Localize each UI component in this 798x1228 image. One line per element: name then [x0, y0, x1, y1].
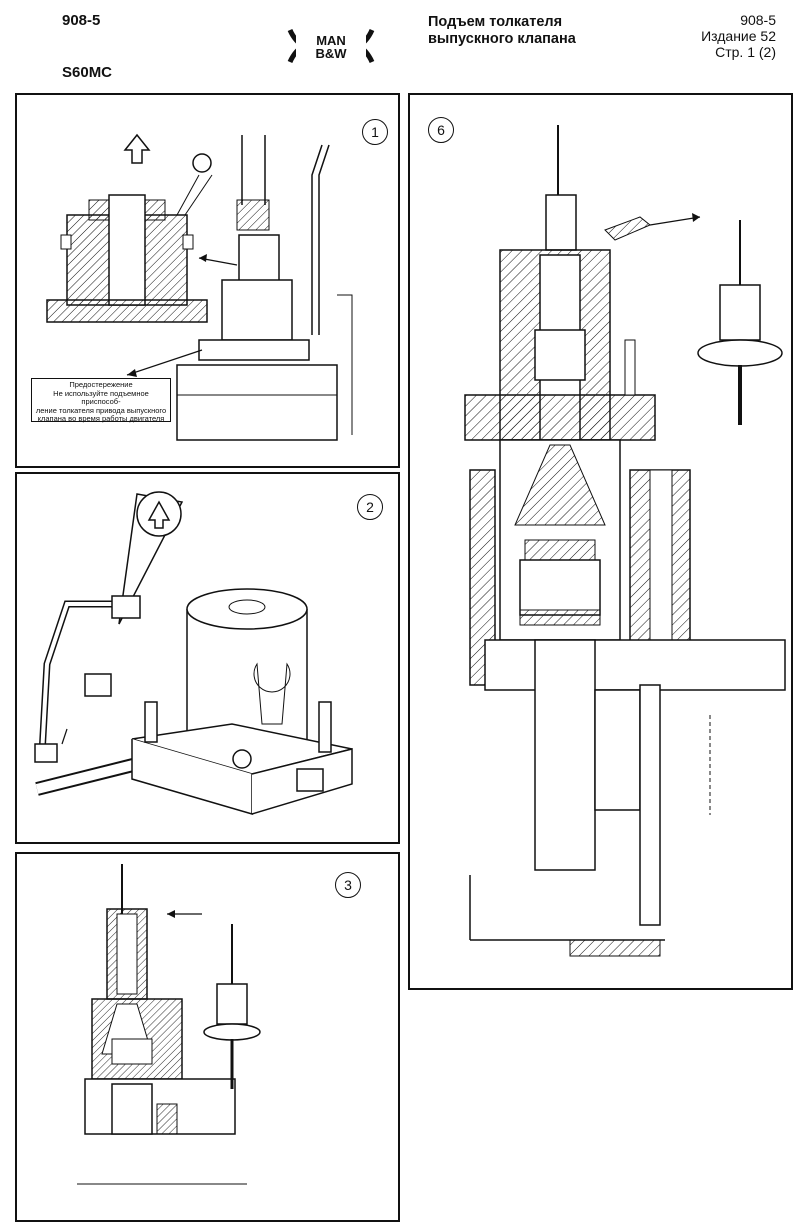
- man-bw-logo: MAN B&W: [287, 28, 375, 64]
- warning-line-2: ление толкателя привода выпускного: [35, 405, 167, 415]
- step-number-2: 2: [357, 494, 383, 520]
- warning-title: Предостережение: [69, 380, 133, 389]
- rotate-icon: [192, 153, 212, 173]
- panel-1: 1 Предостережение Не используйте подъемн…: [15, 93, 400, 468]
- title-line-2: выпускного клапана: [428, 31, 576, 47]
- warning-line-1: Не используйте подъемное приспособ-: [53, 388, 149, 406]
- panel-3: 3: [15, 852, 400, 1222]
- document-meta: 908-5 Издание 52 Стр. 1 (2): [701, 12, 776, 60]
- logo-text-bottom: B&W: [315, 46, 347, 61]
- up-arrow-icon: [147, 500, 171, 529]
- step-number-6: 6: [428, 117, 454, 143]
- page-title: Подъем толкателя выпускного клапана: [428, 14, 648, 48]
- engine-type: S60MC: [62, 64, 113, 81]
- step-number-1: 1: [362, 119, 388, 145]
- panel-3-drawing: [77, 864, 261, 1185]
- meta-code: 908-5: [740, 12, 776, 28]
- panel-6: 6: [408, 93, 793, 990]
- warning-line-3: клапана во время работы двигателя: [37, 414, 165, 423]
- document-code: 908-5: [62, 12, 101, 29]
- up-arrow-icon: [123, 133, 151, 164]
- panel-2: 2: [15, 472, 400, 844]
- page-number: Стр. 1 (2): [715, 44, 776, 60]
- title-line-1: Подъем толкателя: [428, 14, 563, 30]
- step-number-3: 3: [335, 872, 361, 898]
- panel-2-drawing: [34, 491, 353, 815]
- logo-text-top: MAN: [316, 33, 346, 48]
- panel-1-drawing: [46, 133, 353, 441]
- panel-6-drawing: [464, 125, 786, 957]
- edition-label: Издание 52: [701, 28, 776, 44]
- warning-label: Предостережение Не используйте подъемное…: [31, 378, 171, 423]
